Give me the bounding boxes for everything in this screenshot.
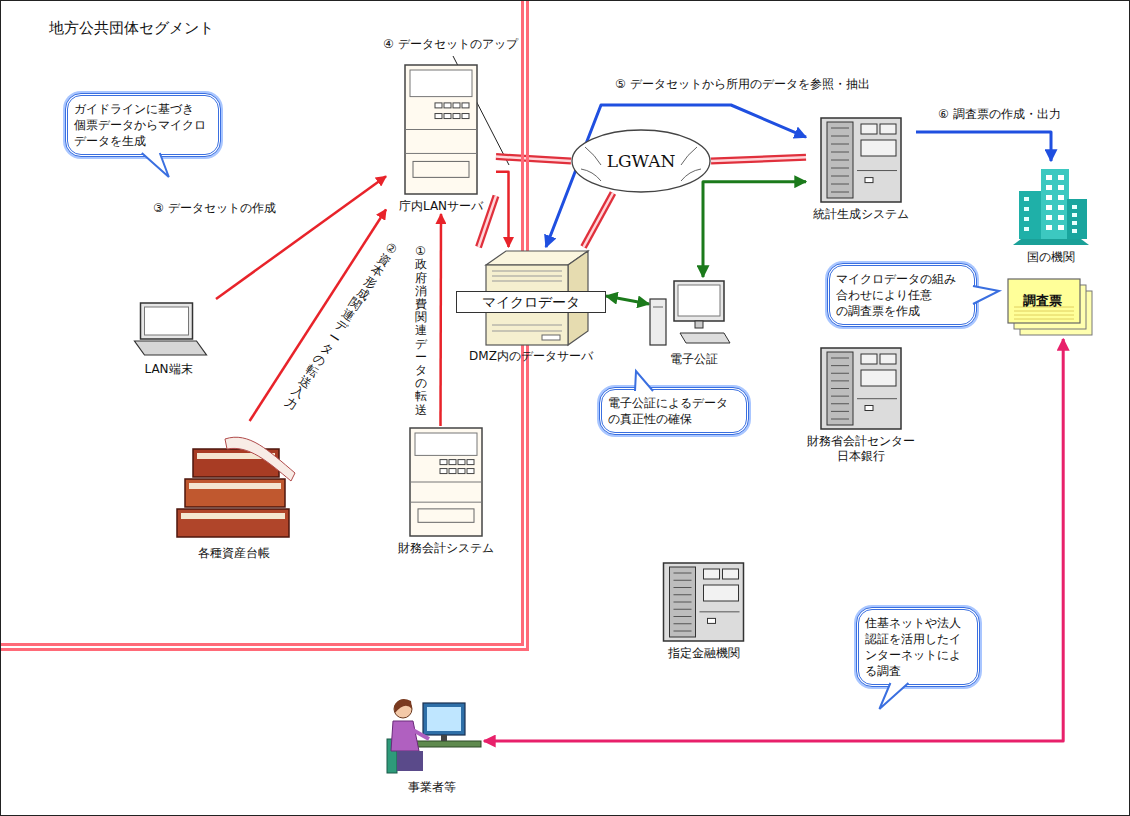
connector-line <box>711 157 806 161</box>
callout-text: 電子公証によるデータ の真正性の確保 <box>608 395 740 427</box>
flow-arrow <box>606 296 649 304</box>
laptop-icon-art <box>121 299 216 359</box>
connector-line <box>484 339 1063 741</box>
flow-arrow <box>250 210 386 422</box>
step-label: ⑥ 調査票の作成・出力 <box>936 107 1063 122</box>
connector-line <box>216 176 386 299</box>
ledger-icon: 各種資産台帳 <box>169 421 299 561</box>
flow-arrow <box>484 339 1063 741</box>
server-icon: 指定金融機関 <box>656 561 751 661</box>
note-callout: マイクロデータの組み 合わせにより任意 の調査票を作成 <box>827 263 977 327</box>
connector-line <box>606 296 649 304</box>
server-icon: 財務省会計センター 日本銀行 <box>801 346 921 464</box>
network-ellipse: LGWAN <box>571 129 711 193</box>
connector-line <box>496 157 571 161</box>
connector-line <box>496 172 509 247</box>
network-link <box>496 157 571 161</box>
server-icon-art <box>801 346 921 431</box>
node-label: 事業者等 <box>379 780 484 795</box>
server-icon-art <box>806 116 916 204</box>
node-label: 庁内LANサーバ <box>386 199 496 214</box>
laptop-icon: LAN端末 <box>121 299 216 377</box>
server-icon: 庁内LANサーバ <box>386 63 496 214</box>
connector-line <box>703 182 806 277</box>
node-label: 各種資産台帳 <box>169 546 299 561</box>
step-label: ① 政府消費関連データの転送 <box>415 245 427 416</box>
step-label: ④ データセットのアップ <box>381 37 520 52</box>
node-label: LGWAN <box>571 129 711 193</box>
network-link <box>711 157 806 161</box>
callout-text: マイクロデータの組み 合わせにより任意 の調査票を作成 <box>836 271 968 319</box>
node-label: LAN端末 <box>121 362 216 377</box>
node-label: 統計生成システム <box>806 207 916 222</box>
server-icon: 統計生成システム <box>806 116 916 222</box>
server-icon-art <box>656 561 751 643</box>
ledger-icon-art <box>169 421 299 543</box>
callout-text: 住基ネットや法人 認証を活用したイ ンターネットによ る調査 <box>865 615 971 679</box>
server-icon-art <box>386 63 496 196</box>
step-label: ② 資本形成関連データの転送入力 <box>282 241 400 413</box>
callout-text: ガイドラインに基づき 個票データからマイクロ データを生成 <box>74 101 212 149</box>
pc-icon-art <box>649 277 739 349</box>
node-label: マイクロデータ <box>456 291 606 313</box>
connector-line <box>250 210 386 422</box>
callout-tail <box>599 387 749 435</box>
building-icon: 国の機関 <box>1011 161 1091 265</box>
person-icon-art <box>379 687 484 777</box>
person-icon: 事業者等 <box>379 687 484 795</box>
segment-region: 地方公共団体セグメント庁内LANサーバ ガイドラインに基づき 個票データからマイク… <box>1 1 529 651</box>
flow-arrow <box>496 172 509 247</box>
node-label: DMZ内のデータサーバ <box>456 349 606 364</box>
document-stack: 調査票 <box>1006 277 1094 339</box>
connector-line <box>916 132 1051 161</box>
connector-line <box>584 193 614 247</box>
node-label: 財務省会計センター 日本銀行 <box>801 434 921 464</box>
node-label: 国の機関 <box>1011 250 1091 265</box>
region-title: 地方公共団体セグメント <box>49 19 214 38</box>
flow-arrow <box>440 214 442 426</box>
server-icon-art <box>391 426 501 538</box>
server-icon: 財務会計システム <box>391 426 501 556</box>
note-callout: ガイドラインに基づき 個票データからマイクロ データを生成 <box>65 93 221 157</box>
connector-line <box>584 193 614 247</box>
note-callout: 電子公証によるデータ の真正性の確保 <box>599 387 749 435</box>
connector-line <box>546 105 806 247</box>
node-label: 財務会計システム <box>391 541 501 556</box>
step-label: ⑤ データセットから所用のデータを参照・抽出 <box>613 77 872 92</box>
flow-arrow <box>916 132 1051 161</box>
flow-arrow <box>703 182 806 277</box>
document-stack-art <box>1006 277 1094 339</box>
flow-arrow <box>546 105 806 247</box>
pc-icon: 電子公証 <box>649 277 739 367</box>
connector-line <box>496 157 571 161</box>
note-callout: 住基ネットや法人 認証を活用したイ ンターネットによ る調査 <box>856 607 980 687</box>
flow-arrow <box>216 176 386 299</box>
node-label: 調査票 <box>1006 277 1078 308</box>
network-link <box>584 193 614 247</box>
node-label: 指定金融機関 <box>656 646 751 661</box>
node-label: 電子公証 <box>649 352 739 367</box>
building-icon-art <box>1011 161 1091 247</box>
connector-line <box>711 157 806 161</box>
step-label: ③ データセットの作成 <box>151 201 278 216</box>
connector-line <box>439 214 442 426</box>
data-server: マイクロデータ DMZ内のデータサーバ <box>456 247 606 364</box>
